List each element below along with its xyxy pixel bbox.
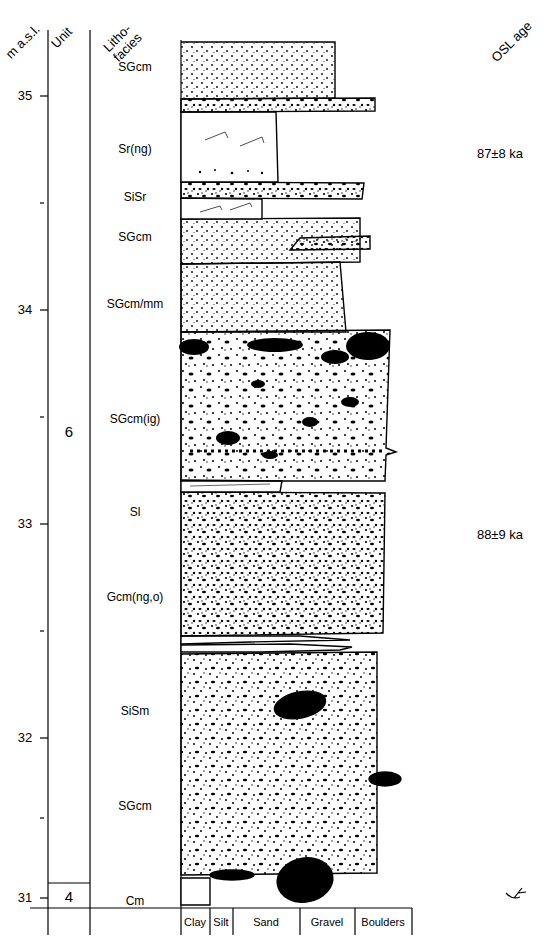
osl-age: 88±9 ka xyxy=(477,528,523,542)
lithofacies-code: SGcm xyxy=(118,800,151,813)
depth-value: 34 xyxy=(18,303,32,317)
lithofacies-code: Sl xyxy=(130,506,141,519)
column-title: OSL age xyxy=(489,19,535,65)
axis-title: m a.s.l. xyxy=(3,22,43,62)
lithofacies-code: SGcm xyxy=(118,61,151,74)
grain-size-label: Sand xyxy=(253,916,279,928)
lithofacies-code: SiSm xyxy=(121,705,150,718)
grain-size-label: Gravel xyxy=(311,916,343,928)
lithofacies-code: Gcm(ng,o) xyxy=(107,591,164,604)
depth-value: 31 xyxy=(18,891,32,905)
unit-number: 4 xyxy=(65,889,73,906)
depth-value: 32 xyxy=(18,731,32,745)
grain-size-label: Clay xyxy=(184,916,206,928)
column-title: Litho- facies xyxy=(101,11,155,65)
osl-age: 87±8 ka xyxy=(477,147,523,161)
grain-size-label: Silt xyxy=(213,916,228,928)
lithofacies-code: SGcm xyxy=(118,231,151,244)
depth-value: 35 xyxy=(18,89,32,103)
unit-number: 6 xyxy=(65,424,73,441)
lithofacies-code: SiSr xyxy=(124,191,147,204)
lithofacies-code: SGcm/mm xyxy=(107,298,164,311)
lithofacies-code: Cm xyxy=(126,895,145,908)
depth-value: 33 xyxy=(18,517,32,531)
column-title: Unit xyxy=(49,25,75,51)
lithofacies-code: Sr(ng) xyxy=(118,143,151,156)
grain-size-label: Boulders xyxy=(361,916,404,928)
lithofacies-code: SGcm(ig) xyxy=(110,413,161,426)
